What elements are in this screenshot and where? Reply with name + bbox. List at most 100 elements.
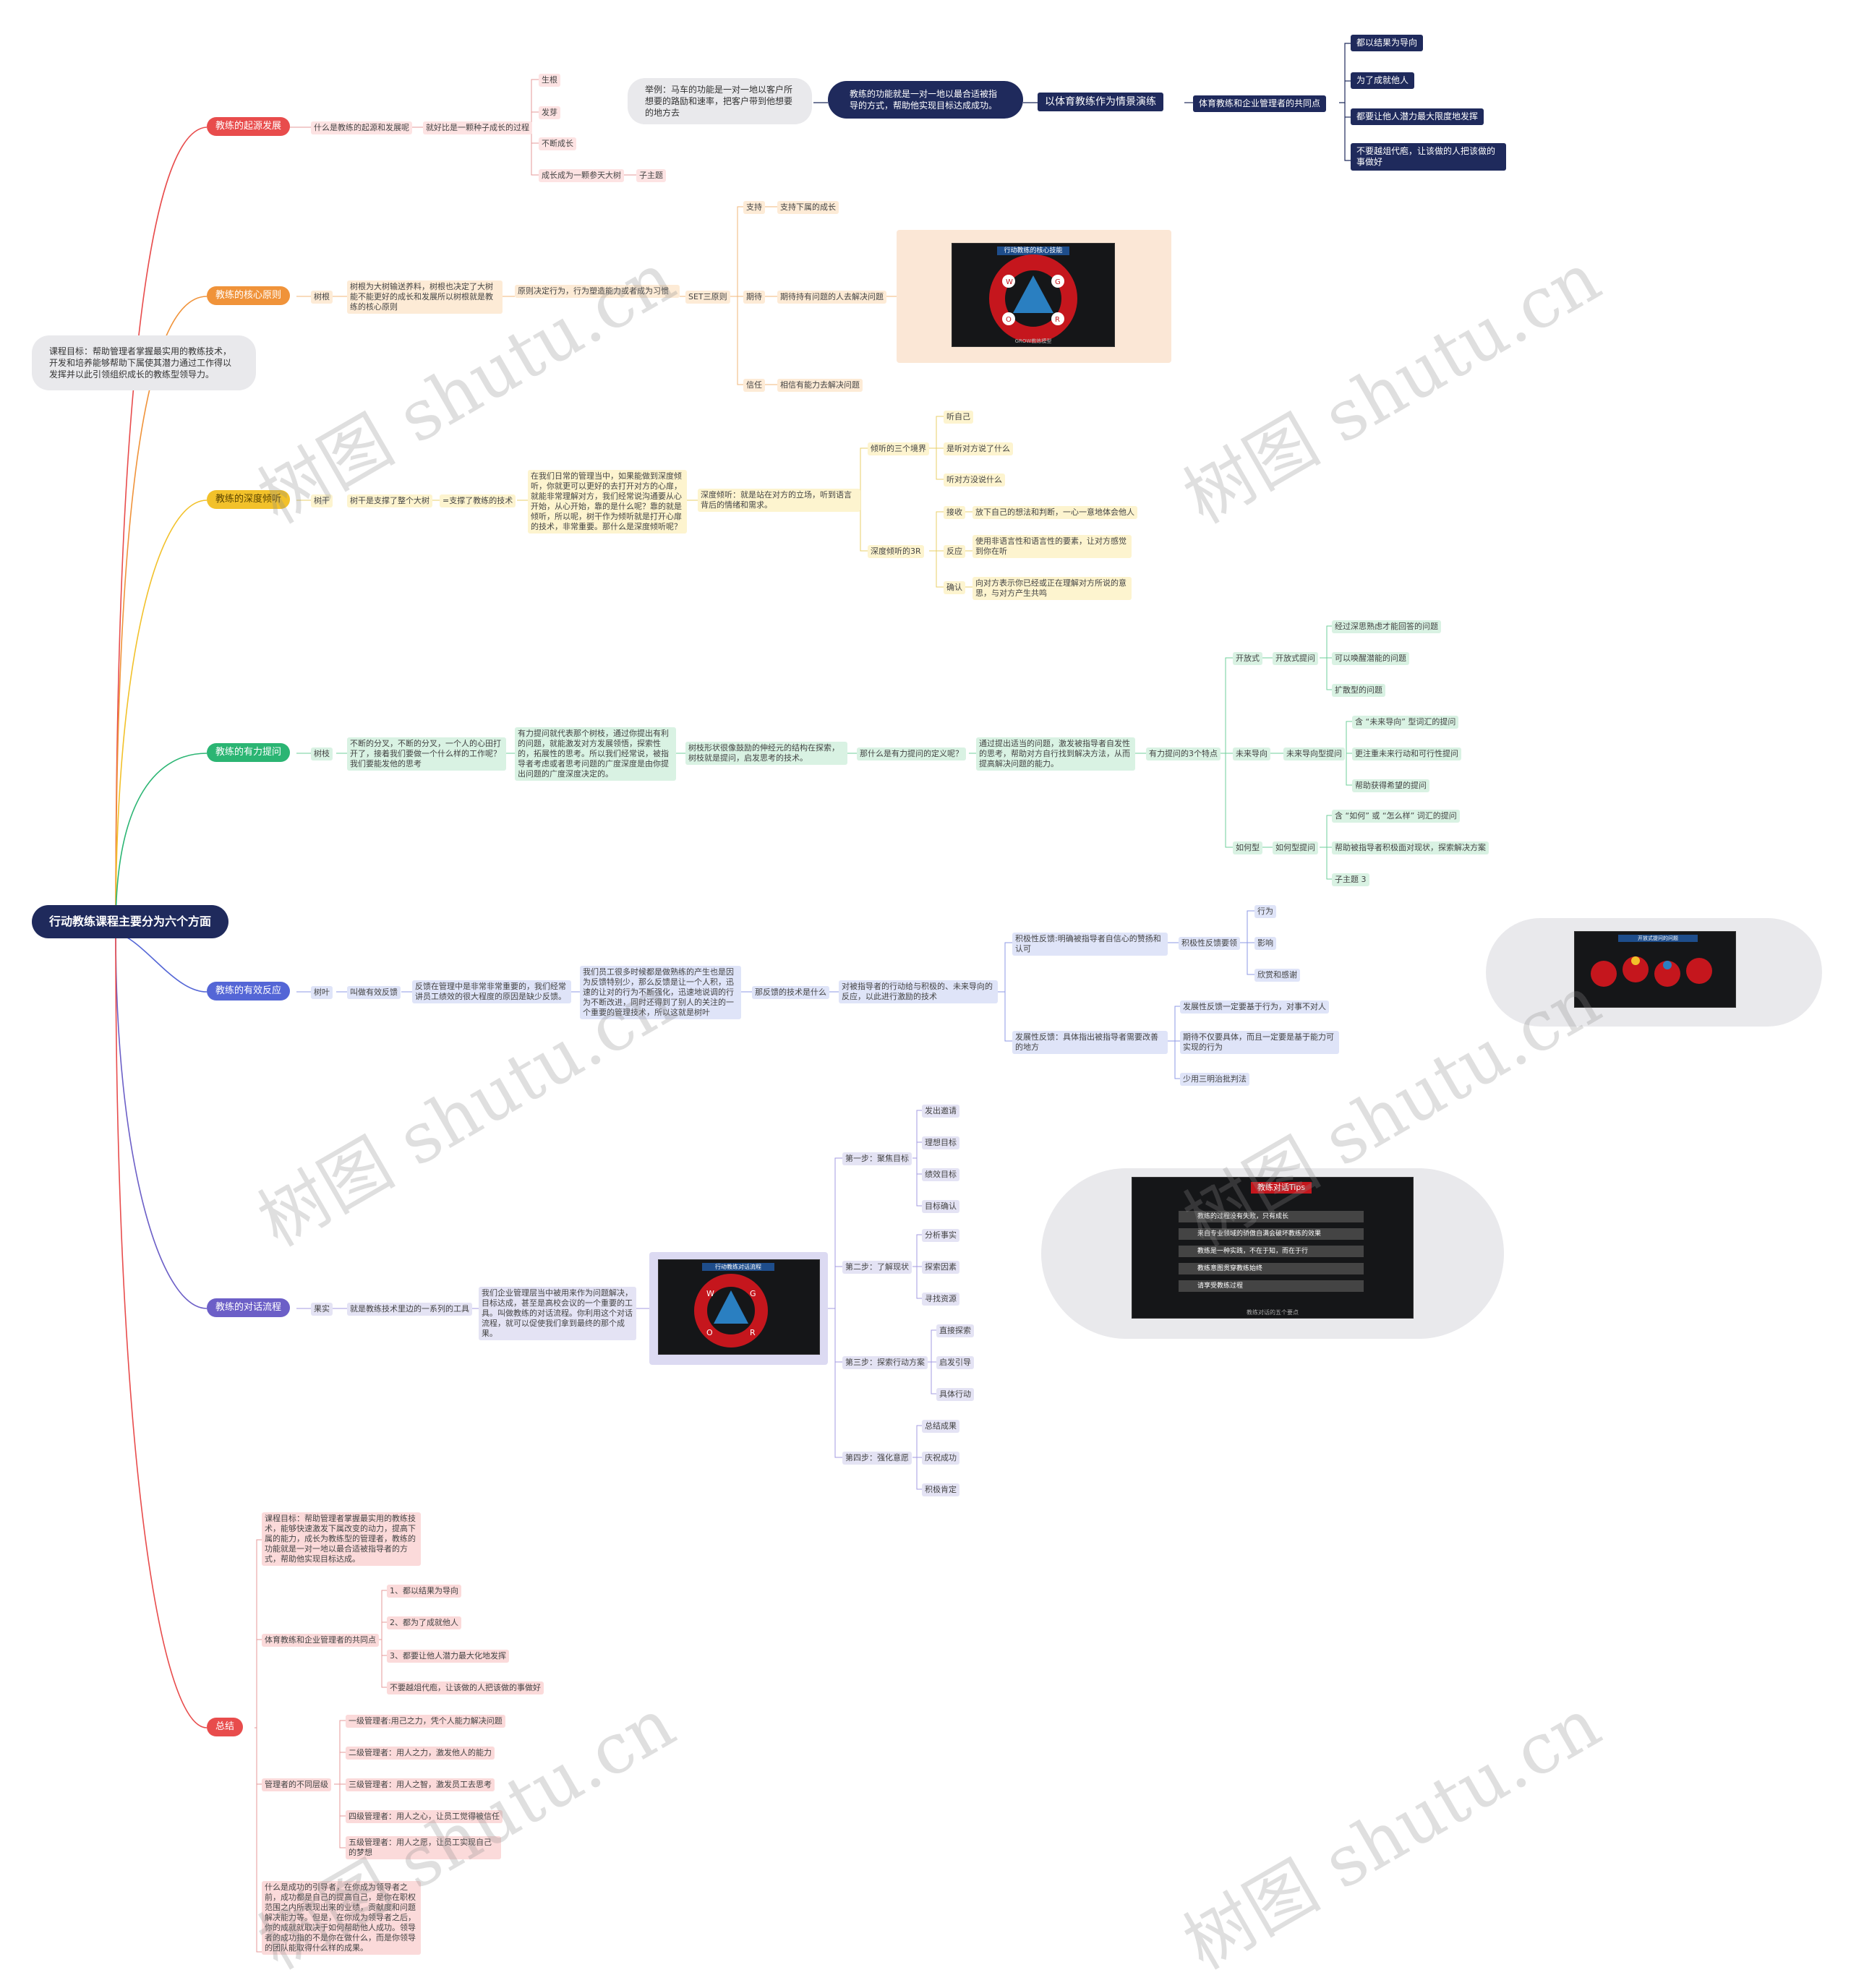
dialog-para: 我们企业管理层当中被用来作为问题解决，目标达成，甚至是高校会议的一个重要的工具。… bbox=[479, 1287, 636, 1340]
section-origin[interactable]: 教练的起源发展 bbox=[207, 117, 291, 136]
feedback-defn: 对被指导者的行动给与积极的、未来导向的反应，以此进行激励的技术 bbox=[839, 980, 998, 1003]
origin-answer: 就好比是一颗种子成长的过程 bbox=[423, 121, 532, 134]
summary-goal: 课程目标：帮助管理者掌握最实用的教练技术，能够快速激发下属改变的动力，提高下属的… bbox=[262, 1512, 421, 1566]
svg-text:O: O bbox=[1006, 316, 1012, 324]
origin-stage-2: 发芽 bbox=[539, 106, 560, 119]
feedback-dev-3: 少用三明治批判法 bbox=[1180, 1073, 1249, 1086]
dialog-step-2: 第二步：了解现状 bbox=[842, 1261, 912, 1274]
question-tree: 树枝形状很像鼓励的伸经元的结构在探索，树枝就是提问，启发思考的技术。 bbox=[685, 742, 847, 765]
section-summary[interactable]: 总结 bbox=[207, 1718, 244, 1736]
feedback-what: 那反馈的技术是什么 bbox=[752, 986, 829, 999]
section-question[interactable]: 教练的有力提问 bbox=[207, 743, 291, 762]
svg-text:W: W bbox=[706, 1289, 714, 1298]
principle-item-k-2: 期待 bbox=[743, 291, 765, 304]
feedback-dev-1: 发展性反馈一定要基于行为，对事不对人 bbox=[1180, 1001, 1329, 1014]
dialog-tips-item-2: 来自专业领域的骄傲自满会破坏教练的效果 bbox=[1179, 1228, 1364, 1240]
svg-text:W: W bbox=[1006, 278, 1013, 286]
principle-decide: 原则决定行为，行为塑造能力或者成为习惯 bbox=[515, 285, 680, 298]
top-common: 体育教练和企业管理者的共同点 bbox=[1193, 95, 1327, 112]
dialog-step-4-item-1: 总结成果 bbox=[922, 1420, 959, 1433]
svg-text:O: O bbox=[706, 1328, 713, 1337]
principle-slide-caption: GROW教练模型 bbox=[1014, 338, 1052, 344]
dialog-step-4: 第四步：强化意愿 bbox=[842, 1452, 912, 1465]
principle-set: SET三原则 bbox=[685, 291, 730, 304]
listen-three-2: 是听对方说了什么 bbox=[944, 442, 1013, 455]
principle-image-panel: 行动教练的核心技能 W G O R GROW教练模型 bbox=[897, 230, 1171, 363]
principle-item-v-3: 相信有能力去解决问题 bbox=[777, 379, 863, 392]
listen-r-k-2: 反应 bbox=[944, 545, 965, 558]
dialog-tips-item-3: 教练是一种实践，不在于知，而在于行 bbox=[1179, 1246, 1364, 1257]
feedback-leaf: 树叶 bbox=[311, 986, 333, 999]
question-open-2: 可以唤醒潜能的问题 bbox=[1332, 652, 1409, 665]
dialog-tips-panel: 教练对话Tips 教练的过程没有失败，只有成长 来自专业领域的骄傲自满会破坏教练… bbox=[1041, 1168, 1504, 1339]
principle-desc: 树根为大树输送养料，树根也决定了大树能不能更好的成长和发展所以树根就是教练的核心… bbox=[347, 280, 503, 314]
summary-common-3: 3、都要让他人潜力最大化地发挥 bbox=[387, 1650, 509, 1663]
feedback-slide-title: 开放式提问的问题 bbox=[1618, 935, 1698, 942]
section-principle[interactable]: 教练的核心原则 bbox=[207, 286, 291, 305]
question-future-sub: 未来导向型提问 bbox=[1283, 747, 1345, 761]
listen-trunk: 树干 bbox=[311, 494, 333, 507]
feedback-pos: 积极性反馈:明确被指导者自信心的赞扬和认可 bbox=[1012, 933, 1168, 956]
dialog-step-1-item-1: 发出邀请 bbox=[922, 1105, 959, 1118]
listen-def: 深度倾听：就是站在对方的立场，听到语言背后的情绪和需求。 bbox=[698, 489, 860, 512]
feedback-pos-1: 行为 bbox=[1254, 905, 1276, 918]
listen-para: 在我们日常的管理当中，如果能做到深度倾听，你就更可以更好的去打开对方的心扉，就能… bbox=[528, 470, 687, 534]
dialog-step-3-item-1: 直接探索 bbox=[936, 1324, 974, 1337]
dialog-step-3-item-3: 具体行动 bbox=[936, 1388, 974, 1401]
listen-three-3: 听对方没说什么 bbox=[944, 474, 1005, 487]
dialog-step-1-item-2: 理想目标 bbox=[922, 1136, 959, 1149]
listen-r-k-3: 确认 bbox=[944, 581, 965, 594]
question-three: 有力提问的3个特点 bbox=[1146, 747, 1221, 761]
principle-root: 树根 bbox=[311, 291, 333, 304]
section-feedback[interactable]: 教练的有效反应 bbox=[207, 982, 291, 1001]
dialog-tips-item-5: 请享受教练过程 bbox=[1179, 1280, 1364, 1292]
question-future-2: 更注重未来行动和可行性提问 bbox=[1352, 747, 1461, 761]
svg-text:G: G bbox=[1055, 278, 1061, 286]
question-para: 有力提问就代表那个树枝，通过你提出有利的问题，就能激发对方发展领悟，探索性的，拓… bbox=[515, 727, 676, 781]
question-future-k: 未来导向 bbox=[1233, 747, 1270, 761]
summary-final: 什么是成功的引导者，在你成为领导者之前，成功都是自己的提高自己，是你在职权范围之… bbox=[262, 1881, 421, 1955]
top-example: 举例：马车的功能是一对一地以客户所想要的路励和速率，把客户带到他想要的地方去 bbox=[628, 78, 812, 124]
dialog-tips-item-1: 教练的过程没有失败，只有成长 bbox=[1179, 1211, 1364, 1222]
listen-r-v-3: 向对方表示你已经或正在理解对方所说的意思，与对方产生共鸣 bbox=[972, 577, 1132, 600]
dialog-tips-item-4: 教练意图贯穿教练始终 bbox=[1179, 1263, 1364, 1274]
summary-level-2: 二级管理者：用人之力，激发他人的能力 bbox=[346, 1747, 495, 1760]
question-how-sub: 如何型提问 bbox=[1273, 841, 1318, 854]
question-how-k: 如何型 bbox=[1233, 841, 1262, 854]
dialog-image-panel: 行动教练对话流程 W G O R bbox=[649, 1252, 828, 1365]
origin-stage-1: 生根 bbox=[539, 74, 560, 87]
section-listen[interactable]: 教练的深度倾听 bbox=[207, 490, 291, 509]
grow-wheel-graphic: W G O R bbox=[989, 254, 1077, 343]
dialog-step-2-item-3: 寻找资源 bbox=[922, 1293, 959, 1306]
principle-slide: 行动教练的核心技能 W G O R GROW教练模型 bbox=[952, 243, 1115, 347]
top-item-1: 都以结果为导向 bbox=[1351, 35, 1424, 51]
question-what: 那什么是有力提问的定义呢？ bbox=[857, 747, 966, 761]
question-branch: 树枝 bbox=[311, 747, 333, 761]
principle-item-v-2: 期待持有问题的人去解决问题 bbox=[777, 291, 886, 304]
root-node[interactable]: 行动教练课程主要分为六个方面 bbox=[32, 905, 228, 938]
listen-three-label: 倾听的三个境界 bbox=[868, 442, 929, 455]
listen-trunk-desc: 树干是支撑了整个大树 bbox=[347, 494, 432, 507]
dialog-step-2-item-1: 分析事实 bbox=[922, 1229, 959, 1242]
origin-stage-4: 成长成为一颗参天大树 bbox=[539, 169, 624, 182]
origin-question: 什么是教练的起源和发展呢 bbox=[311, 121, 412, 134]
dialog-fruit: 果实 bbox=[311, 1303, 333, 1316]
listen-r-v-2: 使用非语言性和语言性的要素，让对方感觉到你在听 bbox=[972, 535, 1132, 558]
question-future-3: 帮助获得希望的提问 bbox=[1352, 779, 1429, 792]
principle-item-k-1: 支持 bbox=[743, 201, 765, 214]
question-defn: 通过提出适当的问题，激发被指导者自发性的思考，帮助对方自行找到解决方法，从而提高… bbox=[976, 737, 1135, 771]
feedback-para: 我们员工很多时候都是做熟练的产生也是因为反馈特别少，那么反馈是让一个人积，迅速的… bbox=[580, 966, 741, 1019]
listen-r-k-1: 接收 bbox=[944, 506, 965, 519]
section-dialog[interactable]: 教练的对话流程 bbox=[207, 1298, 291, 1317]
feedback-pos-2: 影响 bbox=[1254, 937, 1276, 950]
dialog-grow-graphic: W G O R bbox=[694, 1274, 768, 1348]
question-open-1: 经过深思熟虑才能回答的问题 bbox=[1332, 620, 1441, 633]
listen-support: =支撑了教练的技术 bbox=[440, 494, 516, 507]
dialog-step-1-item-4: 目标确认 bbox=[922, 1200, 959, 1213]
top-scenario: 以体育教练作为情景演练 bbox=[1038, 93, 1163, 111]
feedback-image-panel: 开放式提问的问题 bbox=[1486, 918, 1822, 1027]
feedback-dev-2: 期待不仅要具体，而且一定要是基于能力可实现的行为 bbox=[1180, 1031, 1339, 1054]
origin-sub: 子主题 bbox=[636, 169, 666, 182]
summary-levels-label: 管理者的不同层级 bbox=[262, 1778, 331, 1791]
